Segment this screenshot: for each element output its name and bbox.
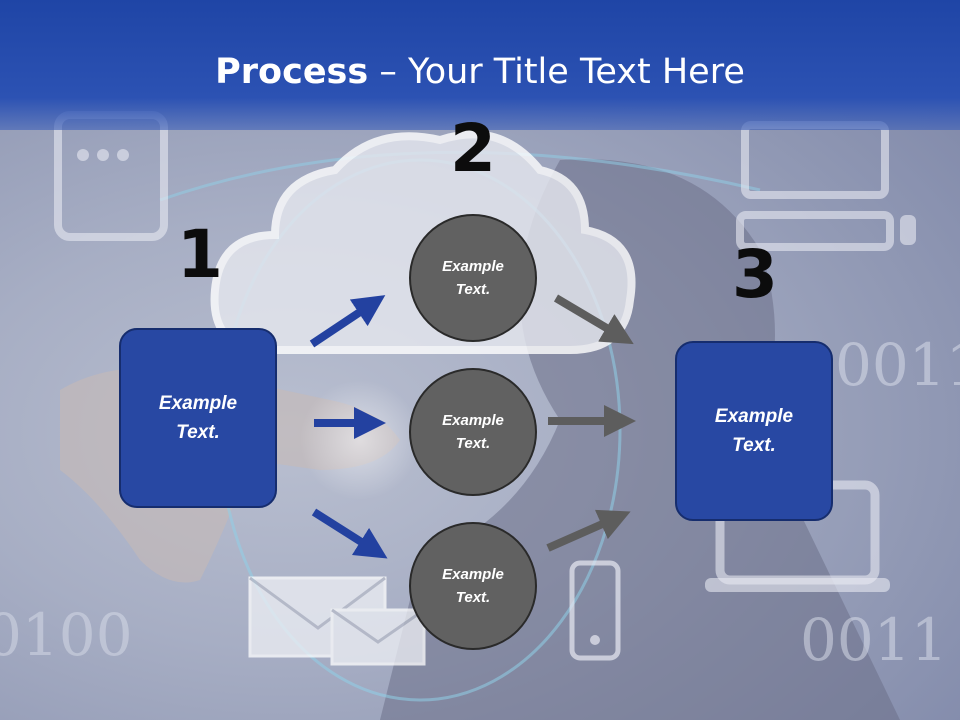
process-circle-top: Example Text. <box>409 214 537 342</box>
circle-middle-line2: Text. <box>455 435 491 452</box>
circle-bottom-line1: Example <box>442 566 504 583</box>
mobile-phone-icon <box>569 560 621 661</box>
svg-text:0011: 0011 <box>800 606 948 674</box>
step-number-1: 1 <box>177 216 223 293</box>
title-bold: Process <box>215 52 369 92</box>
arrow-gray-down <box>553 294 634 345</box>
arrow-blue-down <box>311 508 388 559</box>
circle-top-line1: Example <box>442 258 504 275</box>
arrow-gray-up <box>546 509 631 552</box>
title-bar <box>0 0 960 130</box>
svg-text:0011: 0011 <box>835 331 960 399</box>
step-box-1: Example Text. <box>119 328 277 508</box>
process-circle-bottom: Example Text. <box>409 522 537 650</box>
title-rest: – Your Title Text Here <box>368 52 745 92</box>
step-box-3-line1: Example <box>714 406 794 427</box>
circle-middle-line1: Example <box>442 412 504 429</box>
step-box-1-line2: Text. <box>176 422 220 443</box>
envelope-icons <box>248 576 426 666</box>
arrow-blue-up <box>309 295 386 348</box>
step-number-2: 2 <box>450 110 496 187</box>
svg-text:0100: 0100 <box>0 601 133 669</box>
step-box-3-line2: Text. <box>732 435 776 456</box>
slide-title: Process – Your Title Text Here <box>0 52 960 92</box>
step-box-3: Example Text. <box>675 341 833 521</box>
process-circle-middle: Example Text. <box>409 368 537 496</box>
circle-top-line2: Text. <box>455 281 491 298</box>
step-box-1-line1: Example <box>158 393 238 414</box>
circle-bottom-line2: Text. <box>455 589 491 606</box>
step-number-3: 3 <box>732 236 778 313</box>
